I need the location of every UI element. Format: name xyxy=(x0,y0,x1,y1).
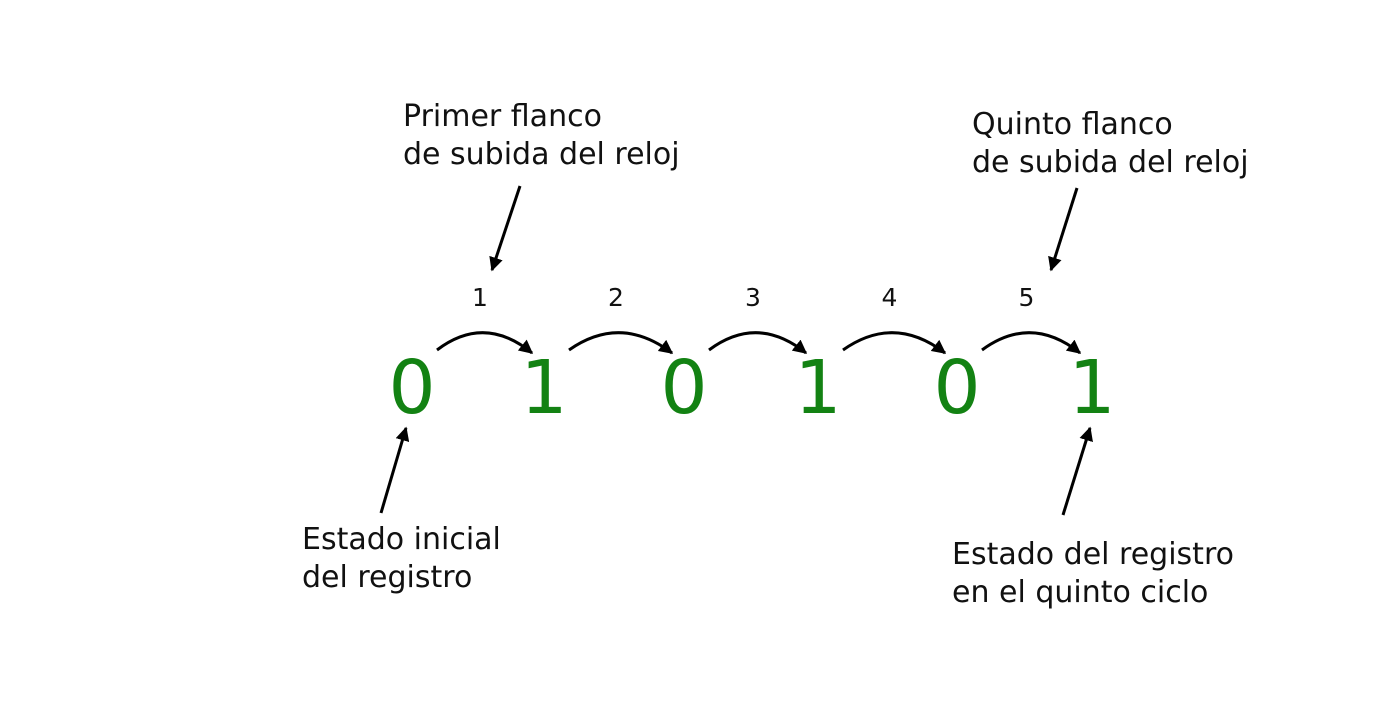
initial-state-pointer-arrow xyxy=(379,426,410,514)
initial-state-annotation: Estado inicial del registro xyxy=(302,521,501,597)
initial-state-annotation-line2: del registro xyxy=(302,560,473,595)
state-digit-4: 1 xyxy=(794,345,841,431)
initial-state-annotation-line1: Estado inicial xyxy=(302,522,501,557)
fifth-edge-annotation: Quinto flanco de subida del reloj xyxy=(972,106,1249,182)
transition-arrow-1 xyxy=(436,331,534,355)
fifth-edge-annotation-line2: de subida del reloj xyxy=(972,145,1249,180)
transition-arrow-5 xyxy=(981,331,1082,355)
state-digit-3: 0 xyxy=(660,345,707,431)
fifth-state-annotation: Estado del registro en el quinto ciclo xyxy=(952,536,1234,612)
first-edge-pointer-arrow xyxy=(489,185,522,272)
state-digit-1: 0 xyxy=(388,345,435,431)
clock-edge-number-3: 3 xyxy=(745,283,761,312)
state-digit-2: 1 xyxy=(520,345,567,431)
first-edge-annotation-line2: de subida del reloj xyxy=(403,137,680,172)
transition-arrow-3 xyxy=(708,331,808,355)
fifth-state-annotation-line1: Estado del registro xyxy=(952,537,1234,572)
state-digit-6: 1 xyxy=(1068,345,1115,431)
clock-edge-numbers: 1 2 3 4 5 xyxy=(472,283,1034,312)
clock-edge-number-5: 5 xyxy=(1019,283,1035,312)
clock-edge-number-1: 1 xyxy=(472,283,488,312)
state-digit-5: 0 xyxy=(933,345,980,431)
transition-arrows xyxy=(436,331,1082,355)
fifth-edge-pointer-arrow xyxy=(1048,187,1079,272)
transition-arrow-4 xyxy=(842,331,947,355)
transition-arrow-2 xyxy=(568,331,674,355)
clock-edge-number-2: 2 xyxy=(608,283,624,312)
fifth-state-pointer-arrow xyxy=(1061,426,1093,516)
fifth-state-annotation-line2: en el quinto ciclo xyxy=(952,575,1209,610)
first-edge-annotation-line1: Primer flanco xyxy=(403,99,602,134)
clock-edge-number-4: 4 xyxy=(882,283,898,312)
fifth-edge-annotation-line1: Quinto flanco xyxy=(972,107,1173,142)
first-edge-annotation: Primer flanco de subida del reloj xyxy=(403,98,680,174)
